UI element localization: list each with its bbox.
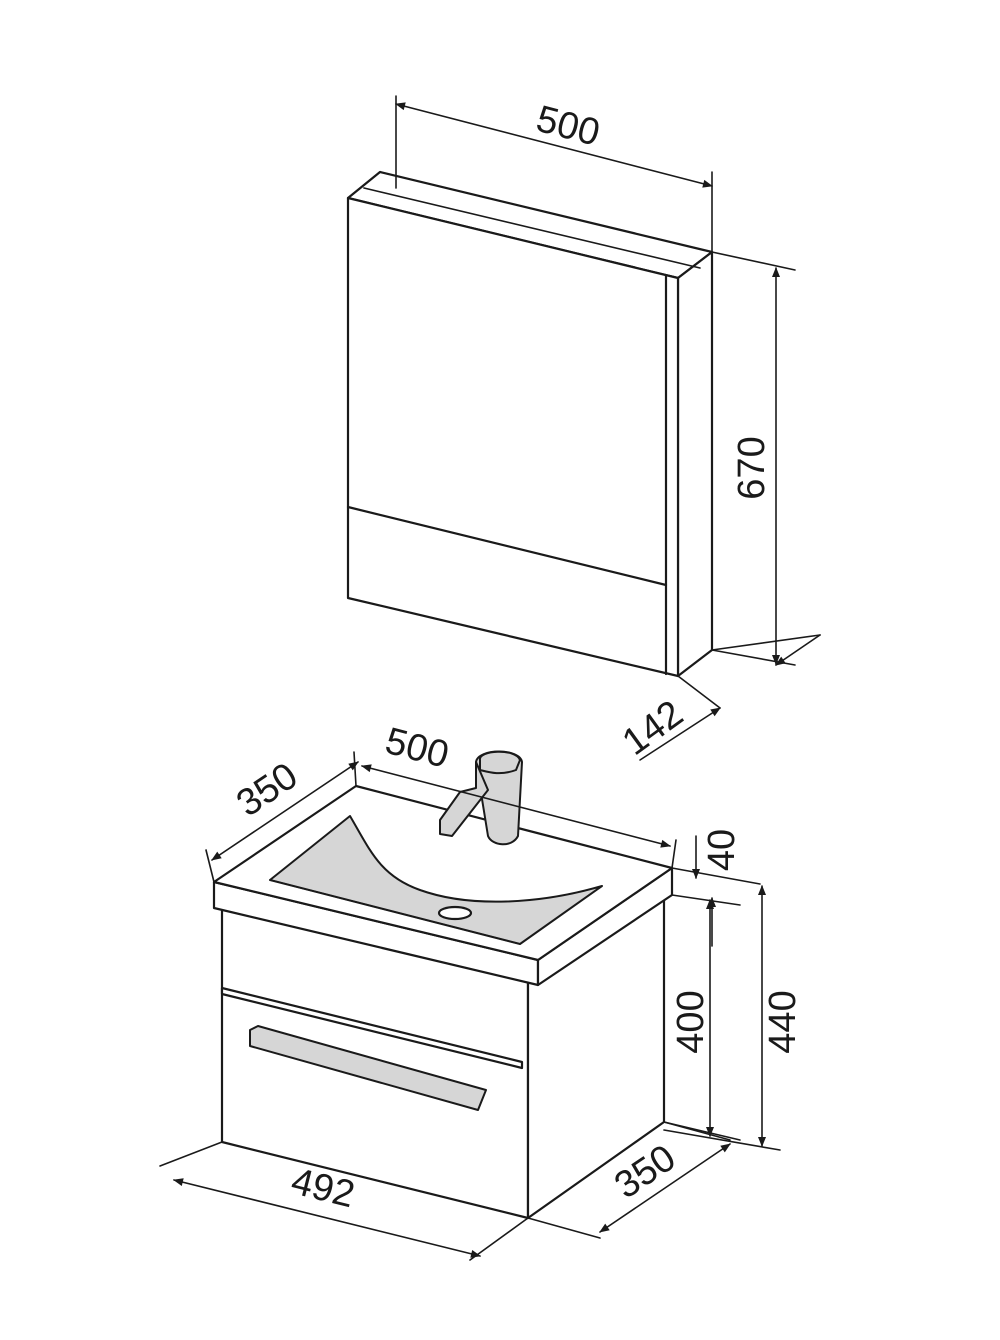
dimension-line [173,1178,481,1258]
mirror-width-label: 500 [532,98,604,155]
basin-rim-line [269,879,521,945]
drawer-top-line [220,986,524,1070]
extension-line [671,839,677,869]
extension-line [663,1121,741,1141]
mirror-cabinet-shelf-line [346,505,668,587]
dimension-line [639,707,721,761]
mirror-depth-label: 142 [615,693,691,764]
dimension-line [775,634,821,666]
extension-line [711,634,821,651]
dimension-line [211,761,359,861]
basin-width-label: 500 [381,720,453,777]
mirror-cabinet-front-face [346,196,680,678]
mirror-cabinet [346,170,714,678]
total-height-label: 440 [762,990,804,1053]
drain [437,905,473,921]
dimension-line [361,764,671,848]
extension-line [469,1217,529,1261]
total-height-dimension: 440 [663,885,804,1151]
top-thickness-dimension: 40 [671,829,761,947]
extension-line [205,849,215,883]
dimension-line [599,1143,731,1233]
extension-line [159,1141,223,1167]
mirror-height-label: 670 [731,436,773,499]
extension-line [677,675,721,709]
body-height-label: 400 [670,990,712,1053]
vanity-unit [212,784,674,1220]
extension-line [353,751,357,787]
mirror-cabinet-top-inner-line [363,187,701,269]
extension-line [527,1217,601,1239]
extension-line [671,894,741,906]
mirror-cabinet-side-face [676,250,714,678]
extension-line [711,649,796,666]
top-thickness-label: 40 [701,829,743,871]
faucet-lever[interactable] [479,750,521,775]
basin-depth-label: 350 [229,755,305,825]
dimension-line [395,102,713,188]
extension-line [671,867,761,885]
body-height-dimension: 400 [663,899,731,1141]
drawer-handle[interactable] [249,1025,487,1111]
mirror-height-dimension: 670 [711,251,796,666]
extension-line [711,251,796,271]
